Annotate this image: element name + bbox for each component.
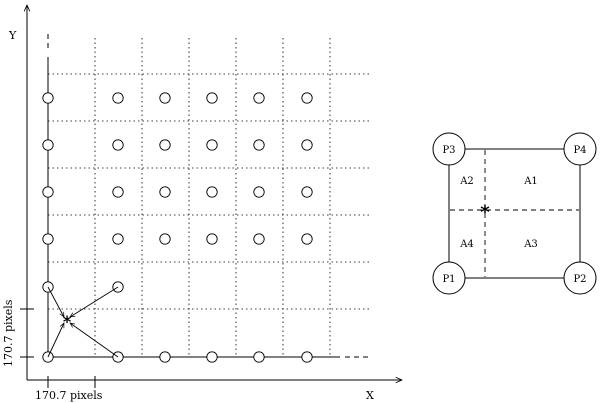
grid-node (253, 351, 265, 363)
grid-node (159, 92, 171, 104)
grid-node (112, 233, 124, 245)
corner-label-p3: P3 (442, 145, 455, 156)
grid-node (301, 351, 313, 363)
grid-node (253, 139, 265, 151)
corner-label-p4: P4 (573, 145, 586, 156)
grid-node (42, 233, 54, 245)
grid-node (253, 233, 265, 245)
interpolated-point-marker: * (63, 312, 72, 331)
corner-p3: P3 (432, 132, 466, 166)
grid-node (301, 186, 313, 198)
grid-node (42, 92, 54, 104)
grid-node (206, 92, 218, 104)
x-axis-label: X (366, 389, 374, 402)
grid-node (112, 92, 124, 104)
grid-node (112, 139, 124, 151)
interpolation-arrows (47, 286, 119, 358)
x-dimension-label: 170.7 pixels (35, 389, 103, 402)
dotted-grid (48, 38, 370, 357)
grid-node (206, 186, 218, 198)
corner-p1: P1 (432, 261, 466, 295)
grid-nodes (42, 92, 313, 363)
y-axis-label: Y (8, 29, 17, 42)
dimension-ticks (20, 308, 96, 388)
grid-boundary (47, 34, 372, 358)
area-label-a2: A2 (459, 176, 474, 187)
area-label-a1: A1 (523, 176, 538, 187)
corner-label-p1: P1 (442, 274, 455, 285)
grid-node (301, 92, 313, 104)
grid-node (206, 351, 218, 363)
grid-node (301, 233, 313, 245)
grid-node (159, 186, 171, 198)
grid-node (159, 139, 171, 151)
y-dimension-label: 170.7 pixels (2, 299, 15, 367)
grid-node (159, 233, 171, 245)
grid-node (42, 139, 54, 151)
grid-node (206, 139, 218, 151)
grid-diagram: Y X 170.7 pixels 170.7 pixels * (2, 5, 402, 402)
cell-diagram: P3 P4 P1 P2 A2 A1 A4 A3 * (432, 132, 597, 295)
grid-node (253, 92, 265, 104)
grid-node (206, 233, 218, 245)
grid-node (253, 186, 265, 198)
grid-node (159, 351, 171, 363)
corner-p4: P4 (563, 132, 597, 166)
area-label-a4: A4 (459, 239, 474, 250)
grid-node (301, 139, 313, 151)
grid-node (112, 186, 124, 198)
corner-label-p2: P2 (573, 274, 586, 285)
cell-box (448, 148, 581, 279)
area-label-a3: A3 (523, 239, 538, 250)
corner-p2: P2 (563, 261, 597, 295)
grid-node (42, 186, 54, 198)
cell-point-marker: * (480, 202, 490, 223)
